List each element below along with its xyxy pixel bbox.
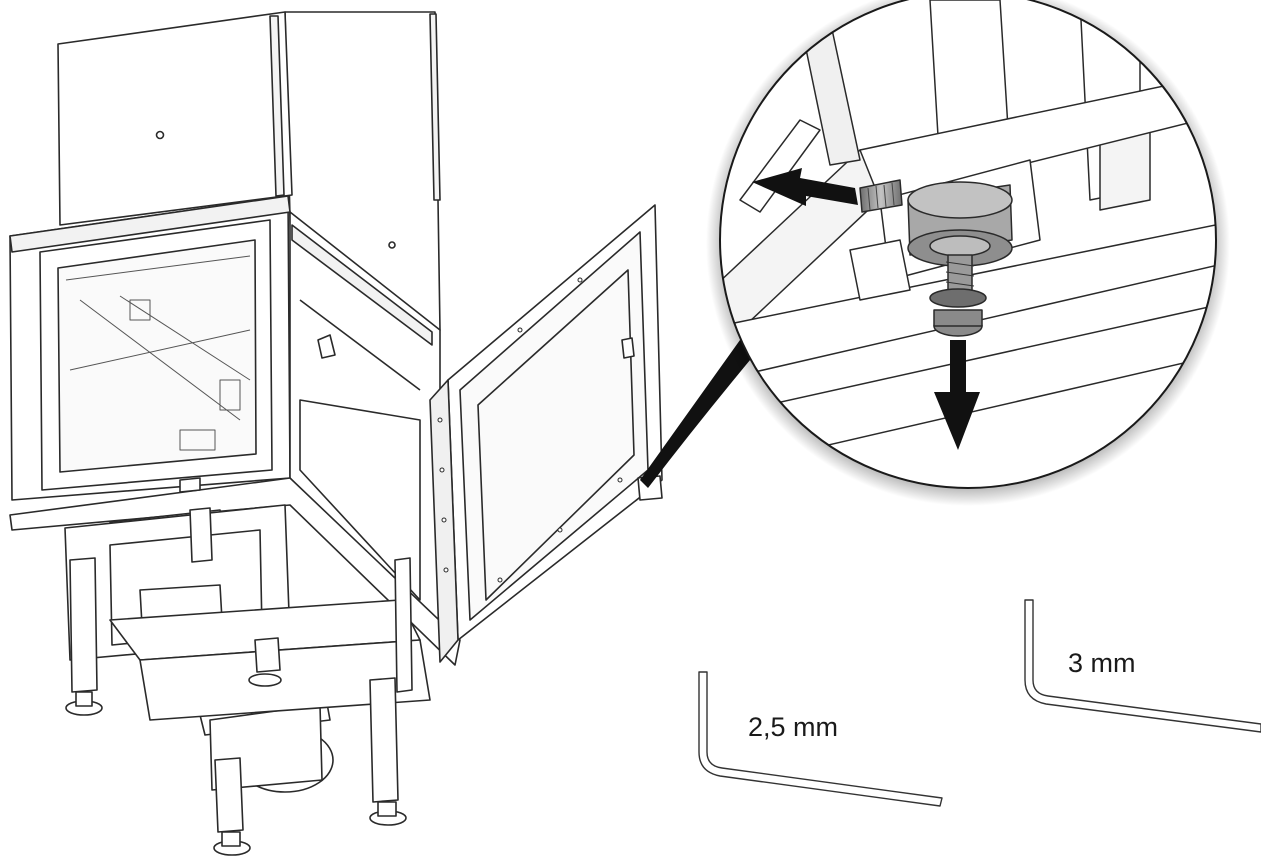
arrow-left-icon — [752, 168, 858, 206]
callout-pointer — [640, 340, 760, 488]
allen-key-size-label-small: 2,5 mm — [748, 712, 839, 742]
allen-key-3mm — [1024, 599, 1261, 733]
allen-key-size-label-large: 3 mm — [1068, 648, 1136, 678]
arrow-down-icon — [934, 340, 980, 450]
detail-zoom-circle — [706, 0, 1230, 506]
removal-arrows — [752, 168, 980, 450]
fireplace-insert — [9, 11, 663, 856]
allen-key-2-5mm — [698, 671, 943, 807]
